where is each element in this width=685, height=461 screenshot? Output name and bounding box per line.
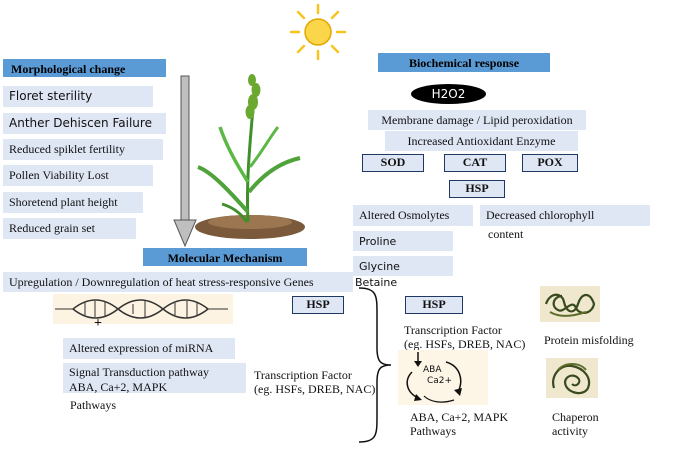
misfolding-label: Protein misfolding: [544, 333, 634, 347]
hsp-biochemical: HSP: [449, 180, 505, 198]
signal-line-3: Pathways: [70, 398, 116, 412]
morph-item-anther: Anther Dehiscen Failure: [3, 113, 166, 134]
pathway-right-line-1: ABA, Ca+2, MAPK: [410, 410, 509, 424]
signal-line-2: ABA, Ca+2, MAPK: [69, 380, 168, 394]
tf-left-line-2: (eg. HSFs, DREB, NAC): [254, 382, 376, 396]
signal-box: Signal Transduction pathway ABA, Ca+2, M…: [63, 363, 246, 394]
morphological-header: Morphological change: [3, 59, 166, 77]
wheat-plant-image: [195, 74, 305, 239]
signal-line-1: Signal Transduction pathway: [69, 365, 209, 379]
enzyme-cat: CAT: [444, 154, 506, 172]
hsp-molecular: HSP: [292, 296, 344, 314]
morph-item-grain: Reduced grain set: [3, 218, 136, 239]
enzyme-pox: POX: [522, 154, 578, 172]
curly-brace: [358, 287, 392, 443]
plus-sign: +: [94, 316, 102, 331]
tf-left-line-1: Transcription Factor: [254, 368, 352, 382]
h2o2-oval: H2O2: [411, 84, 486, 104]
morph-item-floret: Floret sterility: [3, 86, 153, 107]
chaperon-activity-icon: [546, 358, 598, 398]
sun-icon: [289, 3, 347, 61]
tf-right-line-1: Transcription Factor: [404, 323, 502, 337]
morph-item-pollen: Pollen Viability Lost: [3, 165, 153, 186]
hsp-right: HSP: [405, 296, 463, 314]
signaling-cycle-icon: [398, 350, 488, 405]
chaperon-line-2: activity: [552, 424, 588, 438]
chlorophyll-box: Decreased chlorophyll: [480, 205, 650, 226]
tf-right-line-2: (eg. HSFs, DREB, NAC): [404, 337, 526, 351]
cycle-label-ca: Ca2+: [427, 376, 453, 386]
chlorophyll-line-2: content: [488, 227, 524, 241]
biochemical-header: Biochemical response: [378, 53, 550, 72]
morph-item-spiklet: Reduced spiklet fertility: [3, 139, 163, 160]
enzyme-sod: SOD: [362, 154, 424, 172]
protein-misfolding-icon: [540, 286, 600, 322]
dna-helix-icon: [53, 294, 233, 324]
regulation-box: Upregulation / Downregulation of heat st…: [3, 272, 353, 292]
down-arrow: [173, 75, 197, 248]
mirna-box: Altered expression of miRNA: [63, 338, 235, 359]
chaperon-line-1: Chaperon: [552, 410, 599, 424]
molecular-header: Molecular Mechanism: [143, 248, 307, 266]
membrane-damage-box: Membrane damage / Lipid peroxidation: [368, 110, 586, 130]
morph-item-height: Shoretend plant height: [3, 192, 143, 213]
pathway-right-line-2: Pathways: [410, 424, 456, 438]
antioxidant-box: Increased Antioxidant Enzyme: [385, 131, 578, 151]
cycle-label-aba: ABA: [423, 365, 442, 375]
osmolytes-box: Altered Osmolytes: [353, 205, 473, 226]
betaine-label: Betaine: [355, 276, 398, 289]
proline-box: Proline: [353, 231, 453, 251]
glycine-box: Glycine: [353, 256, 453, 276]
